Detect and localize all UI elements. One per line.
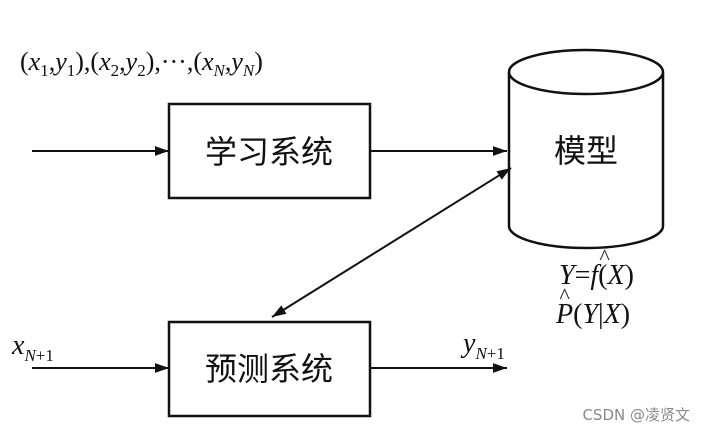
prediction-system-label: 预测系统 [205,350,333,388]
output-label: yN+1 [460,328,505,363]
model-cylinder [507,48,665,250]
hat-f: ^ [599,244,610,269]
input-label: xN+1 [11,330,54,365]
model-formula-function: Y=f(X) [559,260,634,291]
model-prediction-bidirectional-arrow [271,167,512,318]
csdn-watermark: CSDN @凌贤文 [582,406,690,424]
hat-p: ^ [559,283,570,308]
model-label: 模型 [554,132,618,170]
model-formula-probability: P(Y|X) [555,299,630,330]
learning-system-label: 学习系统 [205,133,333,171]
training-data-label: (x1,y1),(x2,y2),···,(xN,yN) [20,47,263,80]
